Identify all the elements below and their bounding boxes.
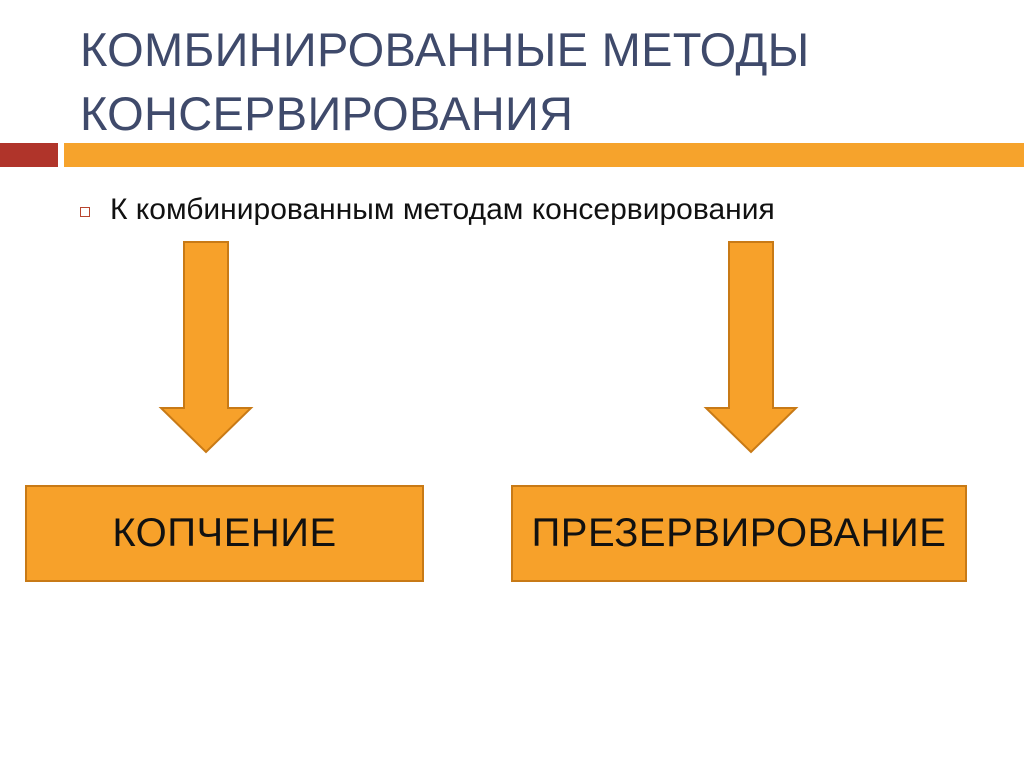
- down-arrow-icon: [158, 241, 254, 454]
- method-box-label: ПРЕЗЕРВИРОВАНИЕ: [531, 511, 947, 555]
- bullet-item: К комбинированным методам консервировани…: [80, 190, 775, 230]
- title-line-1: КОМБИНИРОВАННЫЕ МЕТОДЫ: [80, 23, 810, 76]
- method-box-smoking: КОПЧЕНИЕ: [25, 485, 424, 582]
- title-rule-orange: [64, 143, 1024, 167]
- method-box-label: КОПЧЕНИЕ: [112, 511, 337, 555]
- down-arrow-icon: [703, 241, 799, 454]
- title-line-2: КОНСЕРВИРОВАНИЯ: [80, 87, 574, 140]
- slide-title: КОМБИНИРОВАННЫЕ МЕТОДЫ КОНСЕРВИРОВАНИЯ: [80, 18, 980, 146]
- title-rule-red: [0, 143, 58, 167]
- bullet-text: К комбинированным методам консервировани…: [110, 193, 775, 226]
- method-box-preserves: ПРЕЗЕРВИРОВАНИЕ: [511, 485, 967, 582]
- hollow-square-bullet-icon: [80, 207, 90, 217]
